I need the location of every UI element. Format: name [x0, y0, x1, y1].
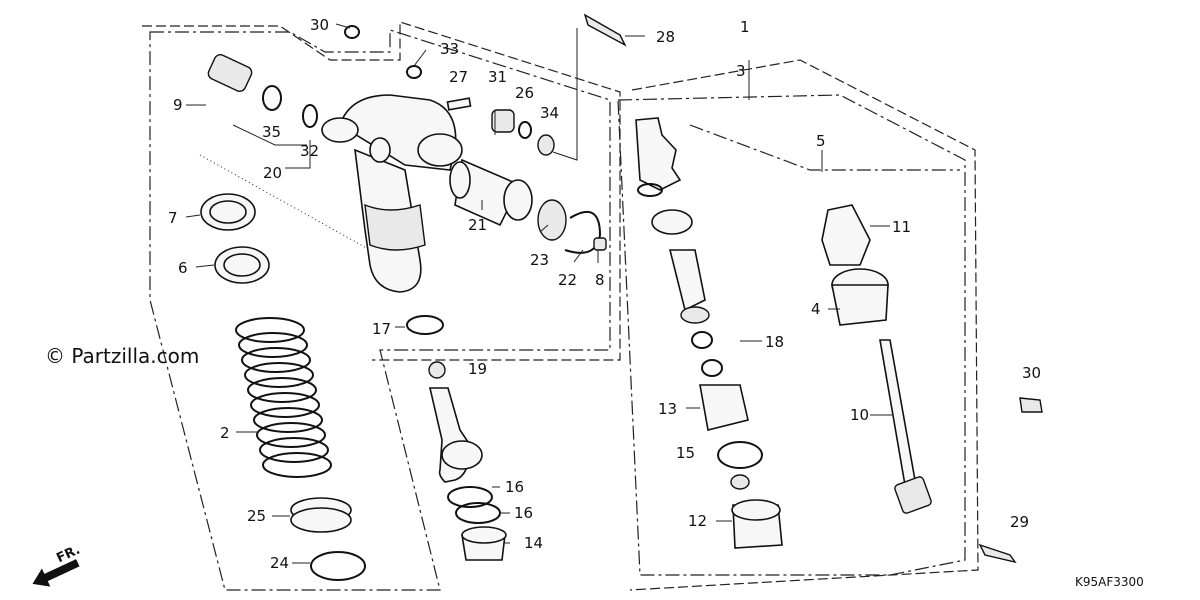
callout-2: 2	[220, 424, 230, 442]
callout-9: 9	[173, 96, 183, 114]
callout-18: 18	[765, 333, 784, 351]
callout-17: 17	[372, 320, 391, 338]
callout-8: 8	[595, 271, 605, 289]
spring-seats	[290, 315, 444, 581]
spring-coil	[262, 452, 332, 478]
spring	[235, 317, 332, 478]
callouts: 30 33 27 31 26 34 9 35 32 20 21 23 22 8 …	[168, 16, 1041, 572]
callout-19: 19	[468, 360, 487, 378]
leader-lines	[185, 23, 892, 564]
callout-31: 31	[488, 68, 507, 86]
spring-coil	[253, 407, 323, 433]
callout-4: 4	[811, 300, 821, 318]
callout-20: 20	[263, 164, 282, 182]
callout-24: 24	[270, 554, 289, 572]
shock-body	[321, 94, 472, 293]
callout-34: 34	[540, 104, 559, 122]
callout-1: 1	[740, 18, 750, 36]
spring-coil	[241, 347, 311, 373]
callout-3: 3	[736, 62, 746, 80]
callout-21: 21	[468, 216, 487, 234]
callout-29: 29	[1010, 513, 1029, 531]
spring-coil	[256, 422, 326, 448]
spring-coil	[235, 317, 305, 343]
callout-27: 27	[449, 68, 468, 86]
assembly-outlines	[142, 21, 979, 591]
callout-15: 15	[676, 444, 695, 462]
callout-7: 7	[168, 209, 178, 227]
callout-6: 6	[178, 259, 188, 277]
callout-23: 23	[530, 251, 549, 269]
callout-11: 11	[892, 218, 911, 236]
spring-coil	[244, 362, 314, 388]
damper-stack	[635, 117, 783, 549]
spring-coil	[259, 437, 329, 463]
spring-coil	[250, 392, 320, 418]
bumper-parts	[428, 361, 507, 561]
callout-5: 5	[816, 132, 826, 150]
callout-22: 22	[558, 271, 577, 289]
callout-16-lower: 16	[514, 504, 533, 522]
callout-33: 33	[440, 40, 459, 58]
reservoir-parts	[449, 109, 607, 254]
callout-13: 13	[658, 400, 677, 418]
callout-26: 26	[515, 84, 534, 102]
callout-16-upper: 16	[505, 478, 524, 496]
rod-assembly	[583, 13, 1043, 564]
spring-coil	[247, 377, 317, 403]
diagram-code: K95AF3300	[1075, 575, 1144, 589]
callout-25: 25	[247, 507, 266, 525]
front-direction-arrow-icon	[32, 559, 80, 587]
callout-28: 28	[656, 28, 675, 46]
callout-10: 10	[850, 406, 869, 424]
callout-30-right: 30	[1022, 364, 1041, 382]
callout-14: 14	[524, 534, 543, 552]
lock-rings	[200, 193, 270, 284]
callout-35: 35	[262, 123, 281, 141]
watermark-text: © Partzilla.com	[45, 344, 199, 368]
callout-32: 32	[300, 142, 319, 160]
callout-30-top: 30	[310, 16, 329, 34]
callout-12: 12	[688, 512, 707, 530]
spring-coil	[238, 332, 308, 358]
